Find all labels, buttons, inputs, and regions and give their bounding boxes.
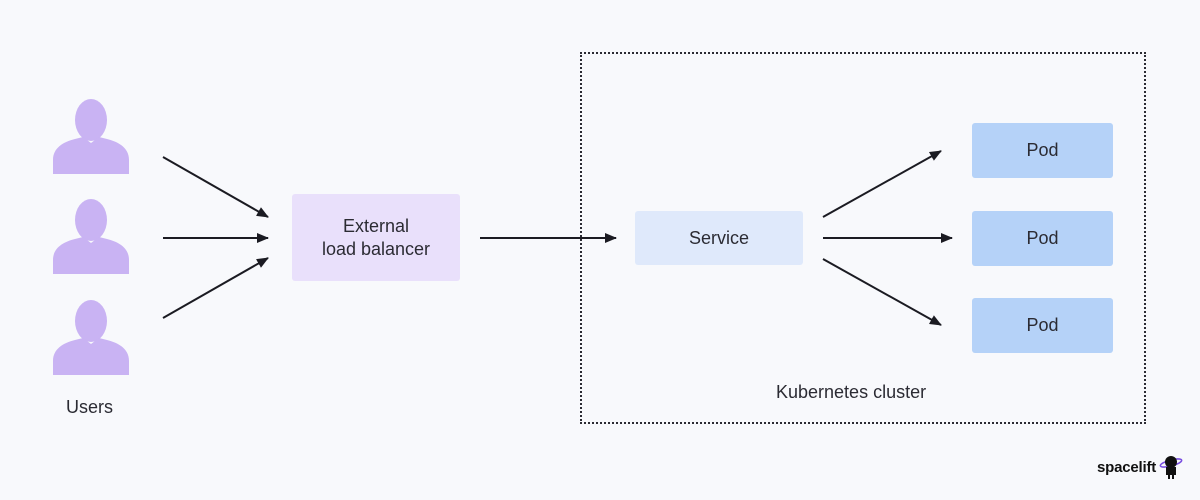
kubernetes-cluster-label: Kubernetes cluster [776, 382, 927, 402]
service-box: Service [635, 211, 803, 265]
arrow-user3-to-lb [162, 257, 269, 319]
user-icon [53, 300, 129, 375]
service-label: Service [688, 227, 750, 248]
astronaut-planet-icon [1159, 456, 1183, 479]
logo-text: spacelift [1097, 458, 1157, 476]
kubernetes-cluster-boundary [580, 52, 1146, 424]
arrow-user1-to-lb [162, 156, 269, 218]
external-load-balancer-box: External load balancer [292, 194, 460, 281]
pod-box: Pod [972, 211, 1113, 266]
external-load-balancer-label: External load balancer [321, 215, 431, 259]
pod-label: Pod [1026, 315, 1059, 335]
user-icon [53, 199, 129, 274]
spacelift-logo: spacelift [1097, 454, 1183, 480]
arrow-service-to-pod1 [822, 150, 942, 218]
pod-label: Pod [1026, 228, 1059, 248]
pod-box: Pod [972, 123, 1113, 178]
pod-label: Pod [1026, 140, 1059, 160]
pod-box: Pod [972, 298, 1113, 353]
users-label: Users [66, 397, 114, 417]
user-icon [53, 99, 129, 174]
arrow-service-to-pod3 [822, 258, 942, 326]
